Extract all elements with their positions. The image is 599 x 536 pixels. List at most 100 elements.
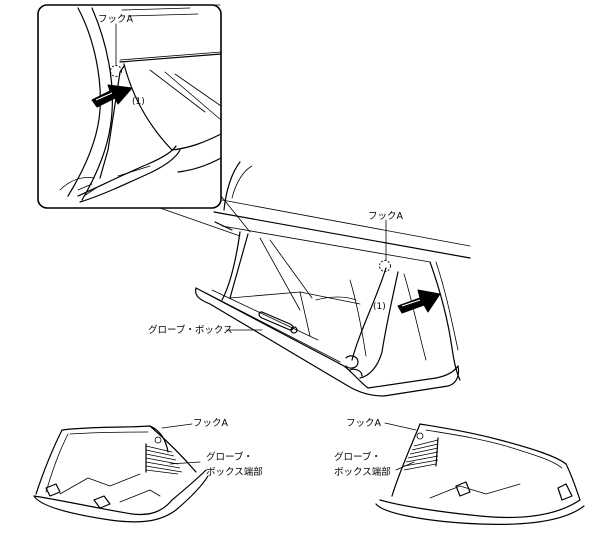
dr-hook-marker [416,432,424,440]
dash-right-side [429,261,461,381]
inset-handle-end [59,177,95,191]
dl-left-edge [35,429,63,495]
dr-end-label-line2: ボックス端部 [334,466,391,478]
dr-end-label-line1: グローブ・ [334,451,381,463]
dl-right-edge [149,425,197,473]
dl-end-label-line1: グローブ・ [206,451,253,463]
inset-leader-line-2 [220,195,251,233]
inset-hook-a-marker [110,65,122,77]
dr-clip-right [557,483,573,501]
inset-panel-edge [119,53,222,63]
gb-handle-slot [258,311,294,331]
dl-top-edge [61,425,169,453]
inset-handle-detail [77,183,97,197]
inset-panel-edge-2 [119,51,222,61]
dash-top-edge [213,211,471,259]
gb-lid-top [195,287,459,389]
dr-end-leader [395,461,415,471]
dl-hatch-area [145,443,183,475]
main-hook-a-label: フックA [368,211,404,222]
gb-left-wall-inner [229,233,249,299]
inset-inner-line-3 [174,73,222,107]
dl-hook-a-label: フックA [193,418,229,429]
inset-push-arrow-highlight [95,92,113,101]
dash-outline-left-2 [231,165,253,199]
dr-tray-front [375,503,585,525]
gb-hinge-left-2 [349,368,363,377]
glove-box-label: グローブ・ボックス [148,324,233,336]
dr-left-edge [391,423,421,497]
dl-tray-detail [119,489,161,503]
gb-lid-front [195,287,460,397]
dash-outline-left [223,161,241,211]
dl-left-edge-2 [45,433,69,493]
dr-top-edge [419,423,567,465]
dl-clip-mid [93,495,111,509]
gb-right-wall-inner [359,271,399,379]
inset-step-1-label: (1) [132,97,145,107]
inset-push-arrow-icon [91,84,133,108]
gb-floor-line [229,291,361,305]
gb-floor-divider [299,291,311,337]
main-step-1-label: (1) [373,302,386,312]
gb-latch-hole [290,326,298,334]
main-view: フックA (1) グローブ・ボックス [148,161,471,397]
dash-opening-top [221,225,431,263]
dl-clip-left [45,483,61,497]
dr-top-line [425,429,563,469]
dl-tray-front [33,475,209,523]
gb-lid-inner-line-2 [211,289,319,341]
inset-wall-front [99,65,125,179]
main-push-arrow-icon [397,289,441,314]
inset-lower-trim [171,133,222,151]
dr-tray-inner [429,483,521,499]
inset-inner-line [149,69,206,113]
dr-hook-a-label: フックA [346,418,382,429]
gb-left-wall-outer [221,231,241,301]
inset-side-wall [123,63,173,151]
main-push-arrow-highlight [401,299,421,307]
dr-hook-a-leader [384,422,417,431]
gb-right-wall-outer [351,267,387,361]
inset-detail: フックA (1) [37,4,251,237]
inset-frame [37,4,222,209]
detail-right: フックA グローブ・ ボックス端部 [334,418,585,525]
dr-right-edge [565,463,581,501]
dl-tray-inner [59,473,141,495]
gb-right-wall-line-2 [349,279,367,357]
gb-hinge-left [345,355,359,369]
gb-left-wall-line-2 [269,239,313,299]
inset-dash-curve-2 [81,7,113,201]
dl-hook-a-leader [161,423,193,429]
inset-inner-line-2 [164,71,222,121]
inset-handle [77,145,177,197]
dl-tray-top [33,469,207,516]
dl-end-leader [169,461,201,465]
inset-hook-a-label: フックA [98,14,134,25]
gb-right-wall-line [403,273,427,361]
detail-left: フックA グローブ・ ボックス端部 [33,418,263,523]
gb-left-wall-line [259,237,301,311]
dl-top-line [69,431,149,435]
main-hook-a-marker [379,260,391,272]
gb-lid-inner-line [203,291,341,363]
inset-top-line-2 [127,13,199,17]
inset-dash-curve [67,7,101,197]
inset-leader-line [159,207,241,237]
dash-right-side-2 [435,261,459,351]
gb-floor-curve [315,296,357,301]
inset-handle-slot [117,165,151,177]
dl-end-label-line2: ボックス端部 [206,466,263,478]
dr-tray-top [379,499,581,519]
dash-top-line [221,199,471,247]
inset-top-line [121,7,191,11]
dl-hook-marker [154,436,162,444]
inset-handle-2 [79,149,181,203]
inset-lower-trim-2 [177,157,222,173]
dr-hatch-edge [435,437,439,467]
dr-hatch-area [403,437,439,471]
dash-left-corner [214,221,233,231]
dr-clip-mid [455,481,471,497]
